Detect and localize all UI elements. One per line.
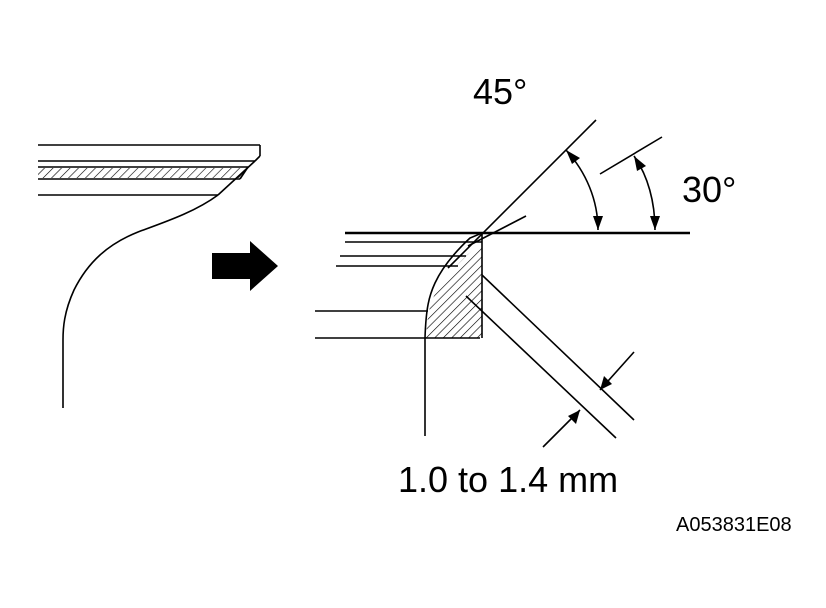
- angle-45-arc: [565, 149, 599, 231]
- dim-arrowhead-lower: [568, 410, 580, 424]
- valve-before-hatch: [38, 168, 244, 178]
- valve-after: [315, 119, 690, 448]
- angle-45-label: 45°: [473, 71, 528, 112]
- seat-contact-hatch: [426, 242, 482, 338]
- angle-45-arrowhead-top: [566, 150, 580, 164]
- seat-width-label: 1.0 to 1.4 mm: [398, 459, 619, 500]
- angle-30-arrowhead-top: [634, 156, 646, 171]
- right-arrow-icon: [212, 241, 278, 291]
- angle-30-label: 30°: [682, 169, 737, 210]
- valve-before: [38, 144, 261, 408]
- angle-45-arrowhead-bottom: [593, 216, 603, 230]
- angle-30-arrowhead-bottom: [650, 216, 660, 230]
- reference-code: A053831E08: [676, 514, 792, 536]
- dim-arrowhead-upper: [600, 376, 612, 390]
